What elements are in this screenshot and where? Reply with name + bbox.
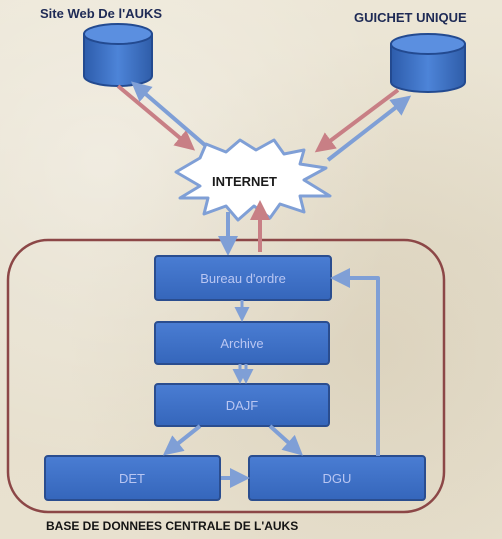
bureau-ordre-label: Bureau d'ordre — [200, 271, 286, 286]
site-web-database — [83, 23, 153, 87]
arrow-internet-to-site — [130, 81, 208, 148]
site-web-internet-arrows — [116, 81, 208, 151]
arrow-guichet-to-internet — [314, 88, 400, 153]
arrow-internet-to-guichet — [326, 95, 412, 162]
guichet-unique-database-icon — [390, 44, 466, 93]
det-label: DET — [119, 471, 145, 486]
bureau-ordre-box: Bureau d'ordre — [154, 255, 332, 301]
arrow-site-to-internet — [116, 84, 196, 151]
archive-label: Archive — [220, 336, 263, 351]
guichet-unique-label: GUICHET UNIQUE — [354, 10, 467, 25]
dgu-label: DGU — [323, 471, 352, 486]
dajf-label: DAJF — [226, 398, 259, 413]
dgu-box: DGU — [248, 455, 426, 501]
internet-starburst-icon — [174, 138, 332, 222]
arrow-dajf-to-det — [162, 424, 202, 456]
arrow-dgu-to-bureau — [330, 268, 380, 456]
internet-label: INTERNET — [212, 174, 277, 189]
guichet-internet-arrows — [314, 88, 412, 162]
site-web-label: Site Web De l'AUKS — [40, 6, 162, 21]
det-box: DET — [44, 455, 221, 501]
arrow-dajf-to-dgu — [268, 424, 303, 456]
central-database-label: BASE DE DONNEES CENTRALE DE L'AUKS — [46, 519, 298, 533]
internet-node: INTERNET — [174, 138, 332, 222]
archive-box: Archive — [154, 321, 330, 365]
dajf-box: DAJF — [154, 383, 330, 427]
guichet-unique-database — [390, 33, 466, 93]
